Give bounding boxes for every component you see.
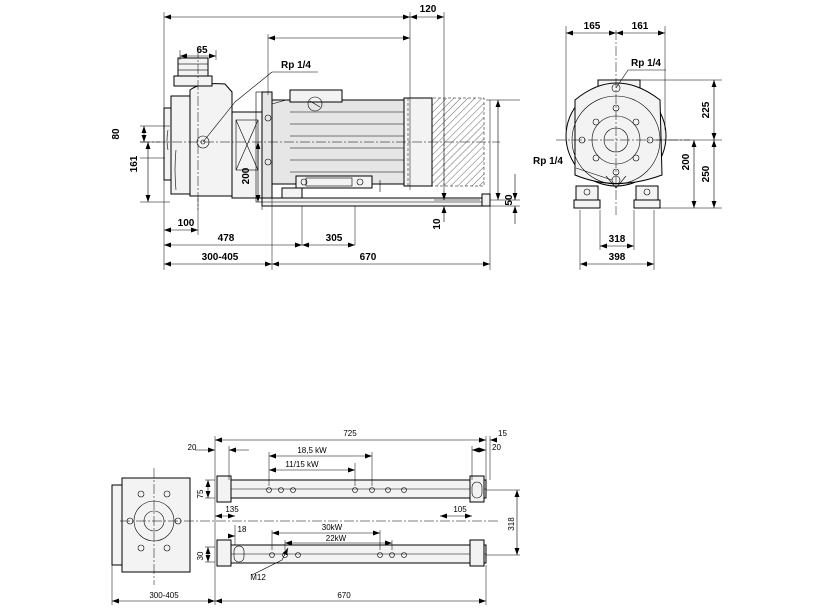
end-dim-165: 165 <box>584 21 601 32</box>
base-dim-105: 105 <box>453 505 467 514</box>
dim-300-405: 300-405 <box>202 252 239 263</box>
base-dimension-lines <box>112 437 520 604</box>
base-dim-75: 75 <box>196 489 205 498</box>
base-label-18-5-kw: 18,5 kW <box>297 446 327 455</box>
dim-200: 200 <box>241 167 252 184</box>
dim-305: 305 <box>326 233 343 244</box>
base-label-30-kw: 30kW <box>322 523 343 532</box>
end-feet <box>573 185 661 209</box>
dim-50: 50 <box>504 194 515 206</box>
end-label-rp-quarter-top: Rp 1/4 <box>631 58 661 69</box>
end-dim-398: 398 <box>609 252 626 263</box>
base-dim-15: 15 <box>498 429 507 438</box>
bearing-bracket <box>231 91 273 203</box>
dim-670: 670 <box>360 252 377 263</box>
dim-478: 478 <box>218 233 235 244</box>
side-extension-lines <box>140 12 520 270</box>
dim-10: 10 <box>432 218 443 230</box>
motor <box>271 89 485 192</box>
side-view: 120 65 Rp 1/4 80 161 200 10 50 100 478 3… <box>111 4 520 270</box>
base-label-m12: M12 <box>250 573 266 582</box>
base-dim-20-left: 20 <box>188 443 197 452</box>
base-rail-top <box>216 475 487 503</box>
end-dim-200: 200 <box>681 153 692 170</box>
end-dimension-lines <box>566 30 717 267</box>
dim-65: 65 <box>196 45 208 56</box>
dim-120: 120 <box>420 4 437 15</box>
base-dim-20-right: 20 <box>492 443 501 452</box>
base-plan-view: 725 15 20 20 18,5 kW 11/15 kW 75 135 105… <box>111 429 520 605</box>
end-dim-318: 318 <box>609 234 626 245</box>
base-dim-670: 670 <box>337 591 351 600</box>
end-label-rp-quarter-bottom: Rp 1/4 <box>533 156 563 167</box>
base-dim-30: 30 <box>196 551 205 560</box>
end-dim-225: 225 <box>701 101 712 118</box>
end-dim-250: 250 <box>701 165 712 182</box>
base-extension-lines <box>111 436 520 605</box>
base-dim-318: 318 <box>507 517 516 531</box>
base-label-22-kw: 22kW <box>326 534 347 543</box>
label-rp-quarter-top: Rp 1/4 <box>281 60 311 71</box>
pump-casing <box>163 57 233 197</box>
side-dimension-lines <box>141 14 518 267</box>
base-dim-135: 135 <box>225 505 239 514</box>
base-dim-725: 725 <box>343 429 357 438</box>
baseplate <box>261 187 491 207</box>
dim-100: 100 <box>178 218 195 229</box>
end-dim-161: 161 <box>632 21 649 32</box>
suction-flange-plan <box>111 477 191 573</box>
base-rail-bottom <box>216 539 487 567</box>
base-label-11-15-kw: 11/15 kW <box>285 460 319 469</box>
dim-80: 80 <box>111 128 122 140</box>
base-dim-18: 18 <box>238 525 247 534</box>
base-dim-300-405: 300-405 <box>149 591 179 600</box>
dim-161: 161 <box>129 155 140 172</box>
end-extension-lines <box>565 26 722 270</box>
end-view: 165 161 Rp 1/4 Rp 1/4 225 200 250 318 39… <box>533 21 722 270</box>
